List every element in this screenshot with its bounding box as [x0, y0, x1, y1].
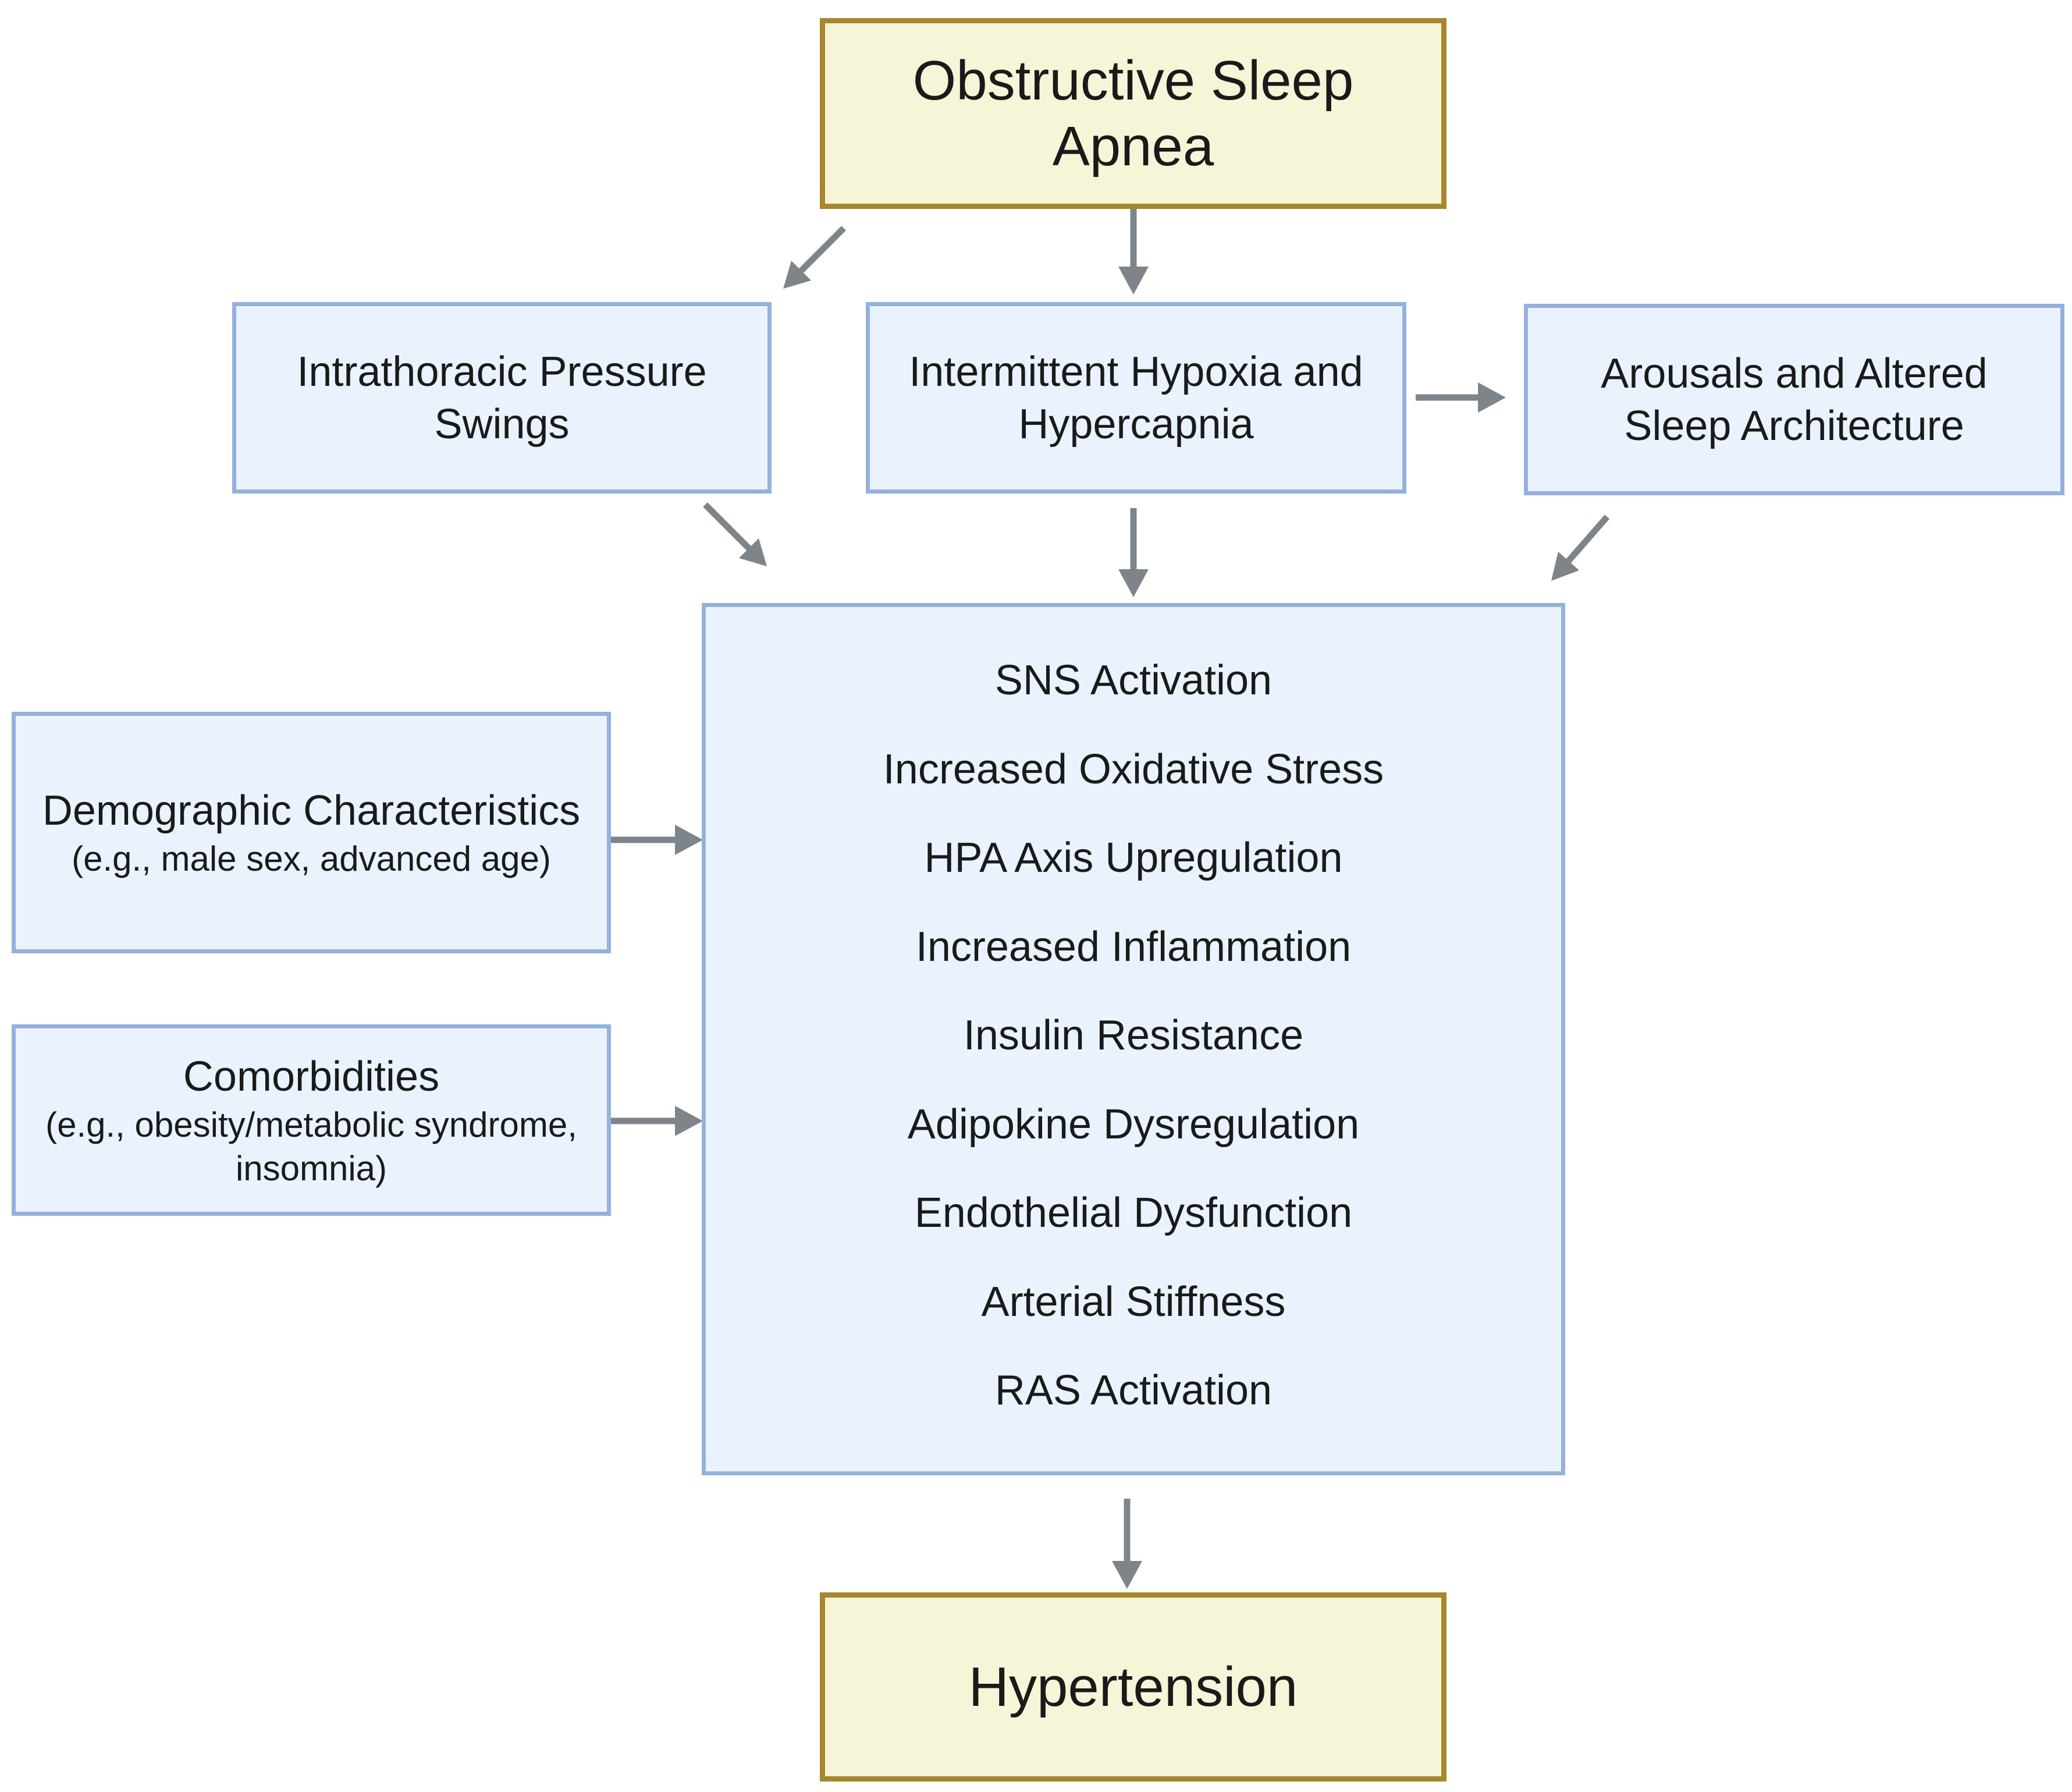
- arrow-mechanisms-to-hypertension: [1112, 1499, 1142, 1589]
- hypoxia-label: Intermittent Hypoxia and Hypercapnia: [909, 348, 1363, 448]
- osa-box: Obstructive Sleep Apnea: [820, 18, 1447, 209]
- mechanisms-box: SNS Activation Increased Oxidative Stres…: [702, 603, 1565, 1475]
- comorbidities-label: Comorbidities: [183, 1053, 440, 1100]
- mechanism-item: Endothelial Dysfunction: [914, 1190, 1353, 1236]
- arrow-osa-to-pressure: [783, 226, 846, 289]
- arrow-hypoxia-to-mechanisms: [1118, 508, 1149, 597]
- arrow-demographic-to-mechanisms: [611, 825, 703, 855]
- pressure-label: Intrathoracic Pressure Swings: [297, 348, 707, 448]
- osa-title: Obstructive Sleep Apnea: [912, 49, 1354, 178]
- arousals-label: Arousals and Altered Sleep Architecture: [1601, 350, 1988, 449]
- arrow-comorbidities-to-mechanisms: [611, 1106, 703, 1136]
- arrow-hypoxia-to-arousals: [1416, 382, 1506, 413]
- mechanism-item: Increased Oxidative Stress: [883, 746, 1384, 793]
- pressure-box: Intrathoracic Pressure Swings: [232, 302, 772, 494]
- mechanism-item: Adipokine Dysregulation: [907, 1101, 1360, 1148]
- hypertension-title: Hypertension: [968, 1655, 1298, 1718]
- mechanism-item: SNS Activation: [994, 657, 1273, 704]
- mechanism-item: Arterial Stiffness: [981, 1278, 1286, 1325]
- comorbidities-sublabel: (e.g., obesity/metabolic syndrome, insom…: [45, 1105, 577, 1188]
- arrow-arousals-to-mechanisms: [1551, 514, 1610, 581]
- arousals-box: Arousals and Altered Sleep Architecture: [1524, 304, 2064, 495]
- comorbidities-box: Comorbidities (e.g., obesity/metabolic s…: [12, 1024, 611, 1216]
- mechanism-item: HPA Axis Upregulation: [924, 835, 1343, 881]
- mechanism-item: Insulin Resistance: [963, 1012, 1304, 1059]
- demographic-label: Demographic Characteristics: [42, 787, 581, 834]
- arrow-pressure-to-mechanisms: [703, 502, 767, 566]
- mechanism-item: Increased Inflammation: [915, 923, 1352, 970]
- hypoxia-box: Intermittent Hypoxia and Hypercapnia: [866, 302, 1406, 494]
- hypertension-box: Hypertension: [820, 1592, 1447, 1782]
- demographic-sublabel: (e.g., male sex, advanced age): [72, 839, 551, 878]
- arrow-osa-to-hypoxia: [1118, 208, 1149, 294]
- demographic-box: Demographic Characteristics (e.g., male …: [12, 712, 611, 953]
- mechanism-item: RAS Activation: [994, 1367, 1273, 1414]
